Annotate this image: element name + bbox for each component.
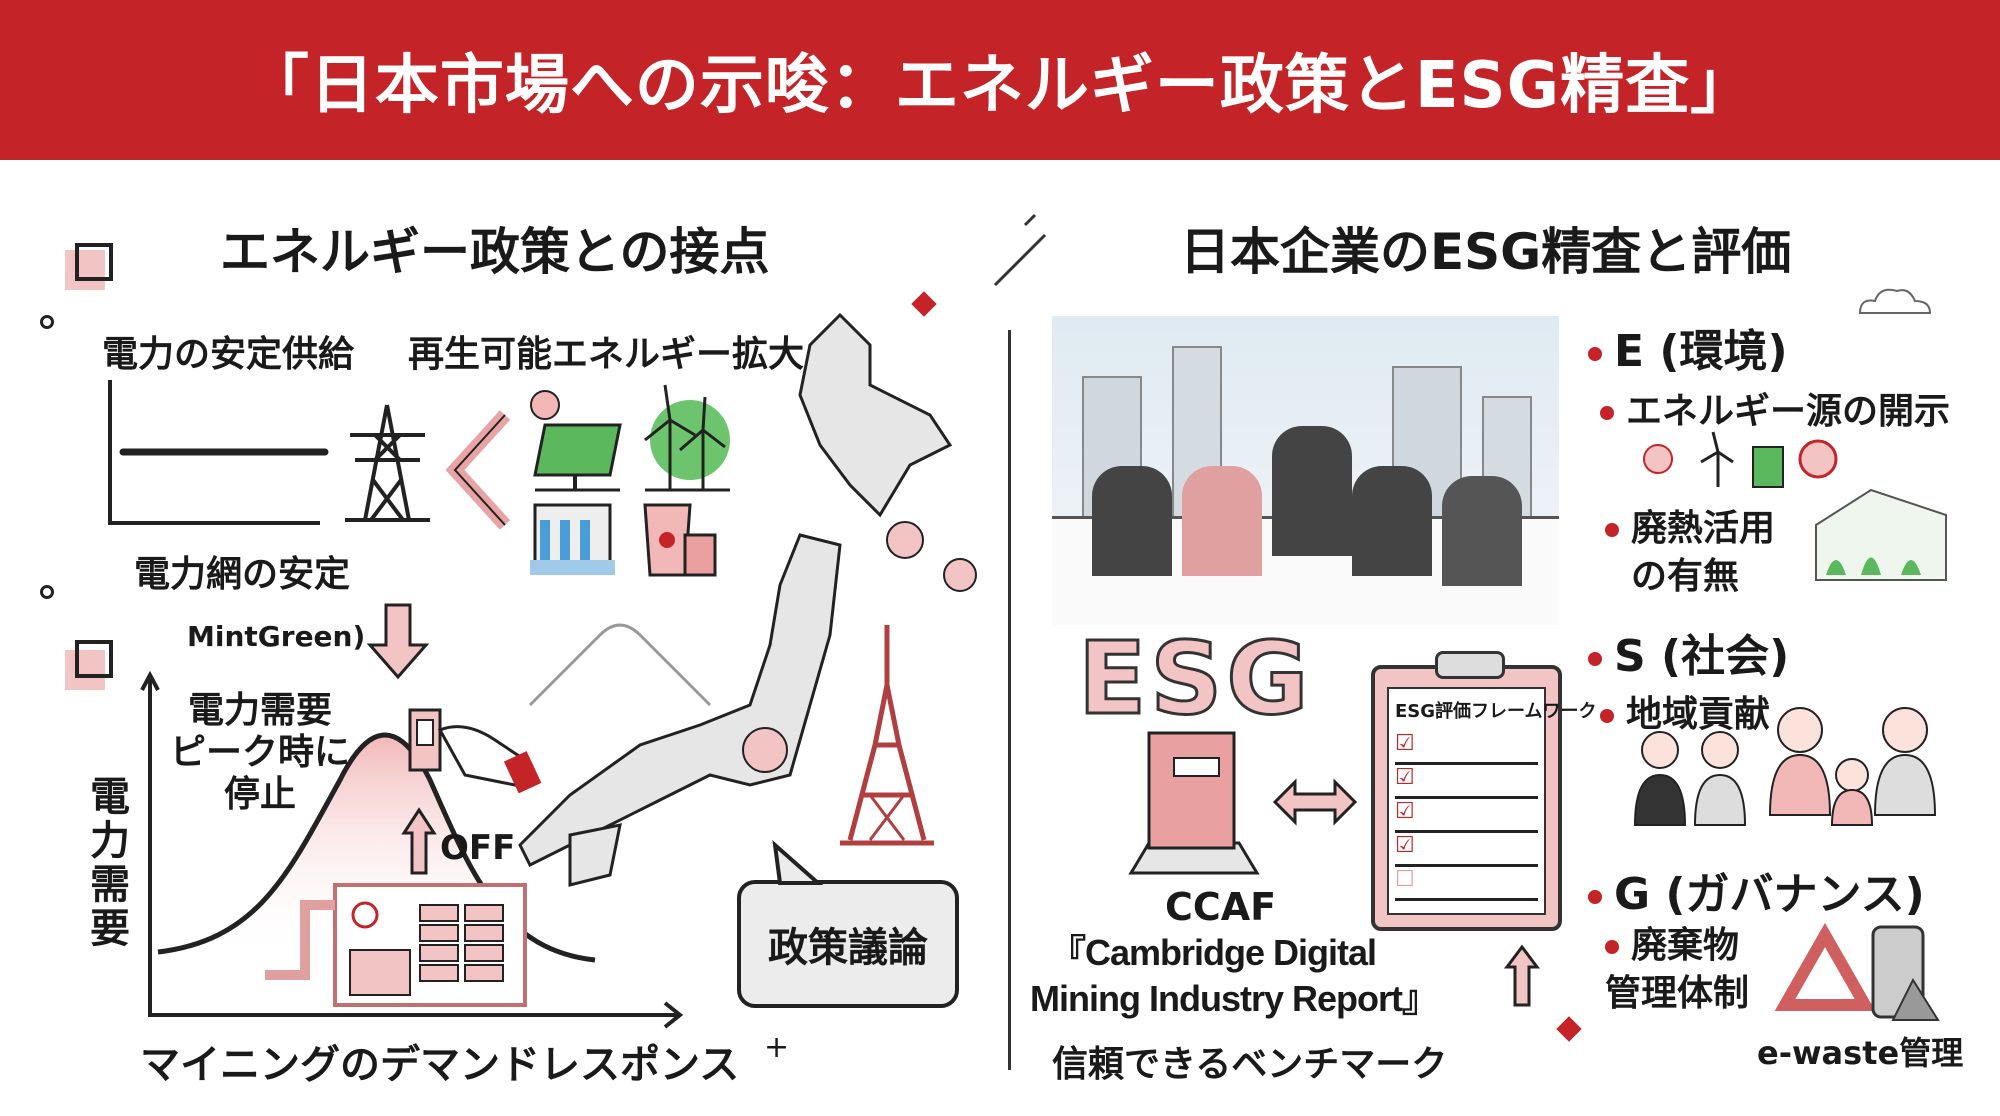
cambridge-report-title: 『Cambridge Digital Mining Industry Repor… <box>1030 930 1490 1022</box>
mining-container-icon <box>265 883 527 1007</box>
s-social-title: S (社会) <box>1588 620 1789 684</box>
bullet-icon <box>1600 709 1614 723</box>
left-heading: エネルギー政策との接点 <box>220 223 770 281</box>
ccaf-label: CCAF <box>1165 885 1277 929</box>
checkbox-icon: ☐ <box>1395 867 1415 892</box>
community-people-icon <box>1633 707 1937 826</box>
bullet-icon <box>1600 406 1614 420</box>
switch-hand-icon <box>408 708 542 794</box>
tokyo-tower-icon <box>840 625 934 846</box>
bullet-icon <box>1588 890 1602 904</box>
grid-stability-chart <box>108 380 329 525</box>
power-plant-icon <box>1752 446 1784 488</box>
hydro-dam-icon <box>530 503 615 575</box>
sakura-icon <box>742 727 788 773</box>
peak-stop-line: 停止 <box>223 774 296 815</box>
nuclear-icon <box>1798 439 1838 479</box>
e-waste-heat: 廃熱活用の有無 <box>1605 505 1775 601</box>
e-energy-disclosure: エネルギー源の開示 <box>1600 382 1950 434</box>
bullet-icon <box>1605 940 1619 954</box>
bullet-icon <box>1588 652 1602 666</box>
page-title: 「日本市場への示唆：エネルギー政策とESG精査」 <box>244 49 1756 123</box>
clipboard-paper: ESG評価フレームワーク ☑ ☑ ☑ ☑ ☐ <box>1387 687 1597 915</box>
bullet-icon <box>1605 523 1619 537</box>
decor-square <box>65 650 105 690</box>
peak-stop-line: ピーク時に <box>170 732 351 773</box>
bubble-tail <box>772 839 824 885</box>
hokkaido-shape <box>798 312 953 518</box>
off-label: OFF <box>440 828 516 868</box>
cloud-icon <box>1858 288 1932 314</box>
decor-circle <box>40 585 54 599</box>
clipboard-title: ESG評価フレームワーク <box>1395 701 1597 722</box>
up-arrow-icon <box>401 807 437 875</box>
wind-icon <box>1700 431 1734 487</box>
stable-supply-label: 電力の安定供給 <box>102 334 355 375</box>
decor-diamond <box>1556 1016 1582 1042</box>
y-axis-label: 電力需要 <box>90 774 130 952</box>
decor-circle <box>40 315 54 329</box>
sun-icon <box>1643 444 1673 474</box>
plus-mark: + <box>764 1030 790 1065</box>
down-arrow-icon <box>366 603 430 680</box>
sakura-icon <box>886 521 977 592</box>
report-line: 『Cambridge Digital <box>1050 932 1377 973</box>
wind-turbine-icon <box>644 384 730 492</box>
decor-slash-icon <box>993 213 1047 287</box>
policy-speech-bubble: 政策議論 <box>737 880 959 1008</box>
peak-stop-label: 電力需要 ピーク時に 停止 <box>170 690 350 816</box>
g-governance-title: G (ガバナンス) <box>1588 858 1925 922</box>
power-tower-icon <box>345 404 430 522</box>
double-arrow-icon <box>1272 778 1358 826</box>
e-environment-title: E (環境) <box>1588 315 1788 379</box>
esg-big-text: ESG <box>1076 619 1313 739</box>
decor-square <box>65 250 105 290</box>
check-icon: ☑ <box>1395 731 1415 756</box>
renewable-label: 再生可能エネルギー拡大 <box>408 334 805 375</box>
decor-square-outline <box>75 243 113 281</box>
esg-framework-clipboard: ESG評価フレームワーク ☑ ☑ ☑ ☑ ☐ <box>1371 651 1597 931</box>
report-line: Mining Industry Report』 <box>1030 978 1438 1019</box>
check-icon: ☑ <box>1395 833 1415 858</box>
report-book-icon <box>1128 731 1260 875</box>
up-arrow-icon <box>1504 944 1540 1007</box>
solar-panel-icon <box>530 390 622 492</box>
business-meeting-illustration <box>1052 316 1559 625</box>
bullet-icon <box>1588 347 1602 361</box>
renewable-energy-icons <box>530 384 730 577</box>
peak-stop-line: 電力需要 <box>187 690 332 731</box>
check-icon: ☑ <box>1395 765 1415 790</box>
shikoku-kyushu-shape <box>568 823 622 887</box>
title-banner: 「日本市場への示唆：エネルギー政策とESG精査」 <box>0 0 2000 160</box>
grid-stability-label: 電力網の安定 <box>134 554 351 595</box>
energy-source-icons <box>1643 431 1838 488</box>
honshu-shape <box>518 533 842 868</box>
recycle-icon <box>1774 922 1876 1011</box>
s-community-contribution: 地域貢献 <box>1600 685 1770 737</box>
japan-map <box>518 312 953 887</box>
clipboard-clip <box>1435 651 1505 679</box>
right-heading: 日本企業のESG精査と評価 <box>1180 223 1792 281</box>
x-axis-label: マイニングのデマンドレスポンス <box>140 1042 740 1088</box>
nuclear-plant-icon <box>643 503 717 577</box>
mount-fuji-icon <box>528 623 712 707</box>
greenhouse-icon <box>1815 488 1947 581</box>
decor-square-outline <box>75 640 113 678</box>
bidirectional-arrow-icon <box>445 410 511 530</box>
mintgreen-label: MintGreen) <box>187 620 366 653</box>
section-divider <box>1008 330 1011 1070</box>
g-waste-management: 廃棄物管理体制 <box>1605 925 1750 1014</box>
check-icon: ☑ <box>1395 799 1415 824</box>
e-waste-phone-icon <box>1871 925 1940 1021</box>
e-waste-label: e-waste管理 <box>1757 1034 1964 1072</box>
benchmark-label: 信頼できるベンチマーク <box>1052 1044 1448 1085</box>
